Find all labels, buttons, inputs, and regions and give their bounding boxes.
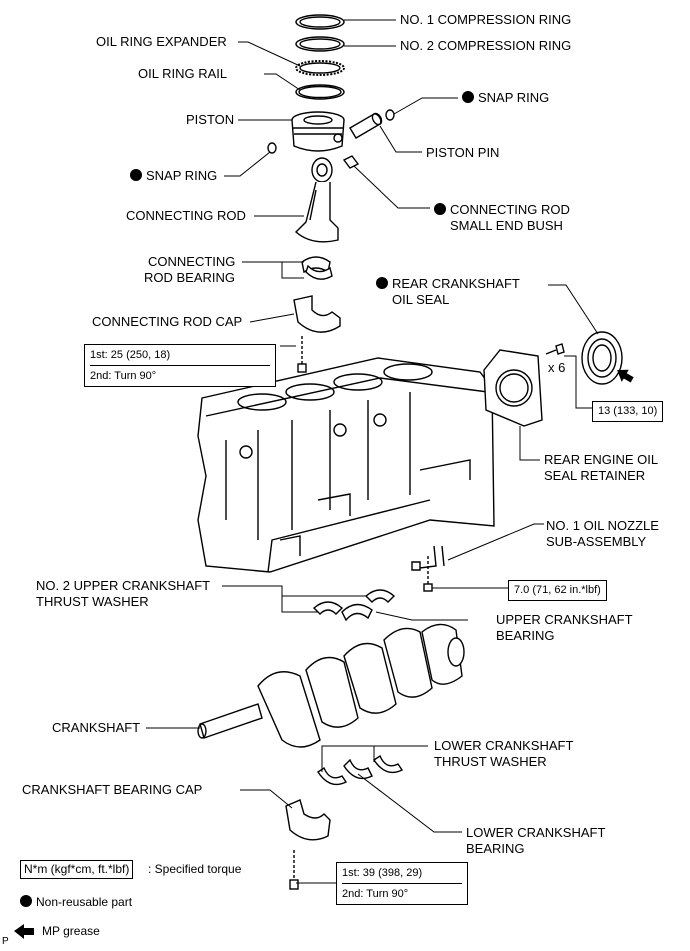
label-oil-ring-rail: OIL RING RAIL (138, 66, 228, 81)
cylinder-block (197, 357, 495, 573)
label-no2-compression-ring: NO. 2 COMPRESSION RING (400, 38, 572, 53)
piston (291, 111, 345, 152)
oil-nozzle-line1: NO. 1 OIL NOZZLE (546, 518, 659, 533)
lower-crankshaft-bearing (343, 758, 373, 780)
oil-ring-rail (295, 84, 345, 100)
label-lower-thrust-washer: LOWER CRANKSHAFT THRUST WASHER (434, 738, 573, 770)
label-upper-thrust-washer: NO. 2 UPPER CRANKSHAFT THRUST WASHER (36, 578, 210, 610)
torque-box-nozzle: 7.0 (71, 62 in.*lbf) (508, 580, 607, 601)
label-upper-bearing: UPPER CRANKSHAFT BEARING (496, 612, 633, 644)
label-rear-oil-seal: REAR CRANKSHAFT OIL SEAL (376, 276, 520, 308)
lower-bearing-line2: BEARING (466, 841, 525, 856)
rod-bearing-line1: CONNECTING (148, 254, 236, 269)
label-lower-bearing: LOWER CRANKSHAFT BEARING (466, 825, 605, 857)
label-oil-nozzle: NO. 1 OIL NOZZLE SUB-ASSEMBLY (546, 518, 659, 550)
snap-ring-right-text: SNAP RING (478, 90, 550, 105)
torque-box-main-cap: 1st: 39 (398, 29) 2nd: Turn 90° (336, 862, 468, 905)
torque-main-cap-2: 2nd: Turn 90° (342, 883, 462, 904)
torque-main-cap-1: 1st: 39 (398, 29) (342, 867, 423, 879)
connecting-rod-cap (293, 295, 341, 333)
label-snap-ring-right: SNAP RING (462, 90, 549, 106)
small-end-bush (342, 155, 360, 169)
label-retainer: REAR ENGINE OIL SEAL RETAINER (544, 452, 658, 484)
rod-bearing-line2: ROD BEARING (144, 270, 236, 285)
oil-ring-expander (295, 60, 345, 76)
oil-nozzle-line2: SUB-ASSEMBLY (546, 534, 647, 549)
connecting-rod-bearing (301, 256, 333, 280)
upper-bearing-line1: UPPER CRANKSHAFT (496, 612, 633, 627)
corner-mark: P (2, 936, 9, 947)
label-no1-compression-ring: NO. 1 COMPRESSION RING (400, 12, 572, 27)
label-small-end-bush: CONNECTING ROD SMALL END BUSH (434, 202, 570, 234)
connecting-rod-bolt (297, 336, 307, 373)
non-reusable-icon (376, 277, 388, 289)
label-crankshaft: CRANKSHAFT (52, 720, 141, 735)
legend-torque-unit: N*m (kgf*cm, ft.*lbf) (20, 860, 134, 879)
leader-lines (146, 19, 599, 884)
lower-thrust-line1: LOWER CRANKSHAFT (434, 738, 574, 753)
mp-grease-arrow (617, 369, 634, 383)
legend-torque-text: : Specified torque (148, 862, 242, 876)
lower-thrust-washers (317, 754, 404, 786)
label-bearing-cap: CRANKSHAFT BEARING CAP (22, 782, 203, 797)
rear-oil-seal-line1: REAR CRANKSHAFT (392, 276, 520, 291)
label-connecting-rod: CONNECTING ROD (126, 208, 246, 223)
upper-thrust-line1: NO. 2 UPPER CRANKSHAFT (36, 578, 211, 593)
non-reusable-icon (462, 91, 474, 103)
no1-compression-ring (295, 14, 345, 30)
legend-non-reusable-text: Non-reusable part (36, 895, 133, 909)
legend-mp-grease: MP grease (42, 924, 100, 938)
upper-thrust-line2: THRUST WASHER (36, 594, 149, 609)
label-rod-cap: CONNECTING ROD CAP (92, 314, 243, 329)
crankshaft (197, 623, 465, 748)
snap-ring-left (267, 142, 277, 154)
snap-ring-left-text: SNAP RING (146, 168, 218, 183)
torque-box-retainer: 13 (133, 10) (592, 401, 664, 422)
label-rod-bearing: CONNECTING ROD BEARING (144, 254, 235, 286)
rear-oil-seal-retainer (483, 349, 543, 427)
upper-crankshaft-bearing (341, 603, 373, 622)
rear-crankshaft-oil-seal (581, 331, 623, 385)
torque-rod-cap-1: 1st: 25 (250, 18) (90, 349, 171, 361)
small-end-bush-line1: CONNECTING ROD (450, 202, 570, 217)
upper-bearing-line2: BEARING (496, 628, 555, 643)
retainer-line1: REAR ENGINE OIL (544, 452, 659, 467)
label-piston: PISTON (186, 112, 235, 127)
non-reusable-icon (20, 895, 32, 907)
lower-thrust-line2: THRUST WASHER (434, 754, 547, 769)
retainer-line2: SEAL RETAINER (544, 468, 646, 483)
no2-compression-ring (295, 36, 345, 52)
main-cap-bolt (289, 850, 299, 890)
non-reusable-icon (434, 203, 446, 215)
torque-box-rod-cap: 1st: 25 (250, 18) 2nd: Turn 90° (84, 344, 276, 387)
lower-bearing-line1: LOWER CRANKSHAFT (466, 825, 606, 840)
rear-oil-seal-line2: OIL SEAL (392, 292, 450, 307)
snap-ring-right (385, 109, 395, 121)
retainer-bolt (545, 343, 565, 355)
label-oil-ring-expander: OIL RING EXPANDER (96, 34, 227, 49)
non-reusable-icon (130, 169, 142, 181)
label-snap-ring-left: SNAP RING (130, 168, 217, 184)
upper-thrust-washers (312, 589, 396, 615)
label-bolt-count: x 6 (548, 360, 566, 375)
oil-nozzle (411, 545, 445, 592)
small-end-bush-line2: SMALL END BUSH (450, 218, 563, 233)
legend-arrow-icon (14, 924, 34, 939)
legend-non-reusable: Non-reusable part (20, 894, 132, 910)
crankshaft-bearing-cap (285, 799, 331, 841)
piston-pin (349, 112, 383, 139)
torque-rod-cap-2: 2nd: Turn 90° (90, 365, 270, 386)
connecting-rod (294, 157, 339, 243)
label-piston-pin: PISTON PIN (426, 145, 500, 160)
